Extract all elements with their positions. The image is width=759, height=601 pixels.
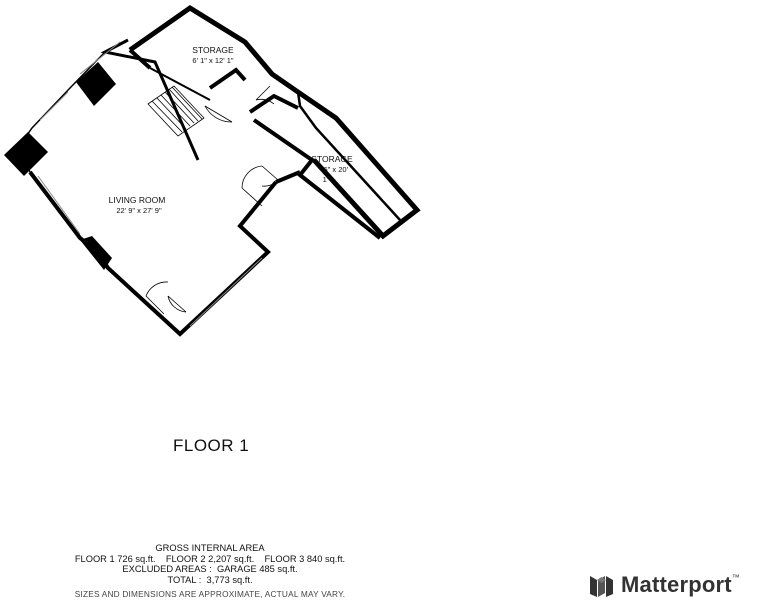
- fireplace-top: [76, 62, 116, 106]
- floor-title: FLOOR 1: [173, 436, 250, 455]
- brand-trademark: ™: [731, 573, 740, 582]
- storage-room-right: [252, 91, 401, 240]
- living-room-dims: 22' 9" x 27' 9": [116, 206, 162, 215]
- storage-top-dims: 6' 1" x 12' 1": [192, 56, 233, 65]
- storage-right-dims-1: ' 6" x 20': [320, 165, 349, 174]
- area-excluded-line: EXCLUDED AREAS : GARAGE 485 sq.ft.: [122, 564, 298, 575]
- door-storage-right: [255, 85, 275, 105]
- door-living-bottom: [145, 281, 187, 315]
- matterport-logo-icon: [590, 575, 613, 597]
- door-living-right: [241, 165, 279, 207]
- storage-right-dims-2: 1": [323, 175, 330, 184]
- living-room: [17, 38, 301, 337]
- brand-name: Matterport: [621, 572, 732, 597]
- brand-logo: Matterport ™: [588, 569, 740, 601]
- area-summary: GROSS INTERNAL AREA FLOOR 1 726 sq.ft. F…: [60, 543, 360, 600]
- area-total-line: TOTAL : 3,773 sq.ft.: [167, 574, 253, 585]
- area-heading: GROSS INTERNAL AREA: [155, 543, 265, 553]
- fireplace-left: [4, 132, 48, 176]
- storage-right-label: STORAGE: [311, 154, 353, 164]
- area-floors-line: FLOOR 1 726 sq.ft. FLOOR 2 2,207 sq.ft. …: [74, 553, 346, 564]
- storage-top-label: STORAGE: [192, 45, 234, 55]
- door-storage-top: [204, 105, 233, 123]
- living-room-label: LIVING ROOM: [109, 195, 166, 205]
- storage-room-top: [128, 5, 421, 240]
- stairs: [147, 85, 205, 137]
- area-disclaimer: SIZES AND DIMENSIONS ARE APPROXIMATE, AC…: [74, 589, 346, 600]
- wall-block: [80, 236, 112, 270]
